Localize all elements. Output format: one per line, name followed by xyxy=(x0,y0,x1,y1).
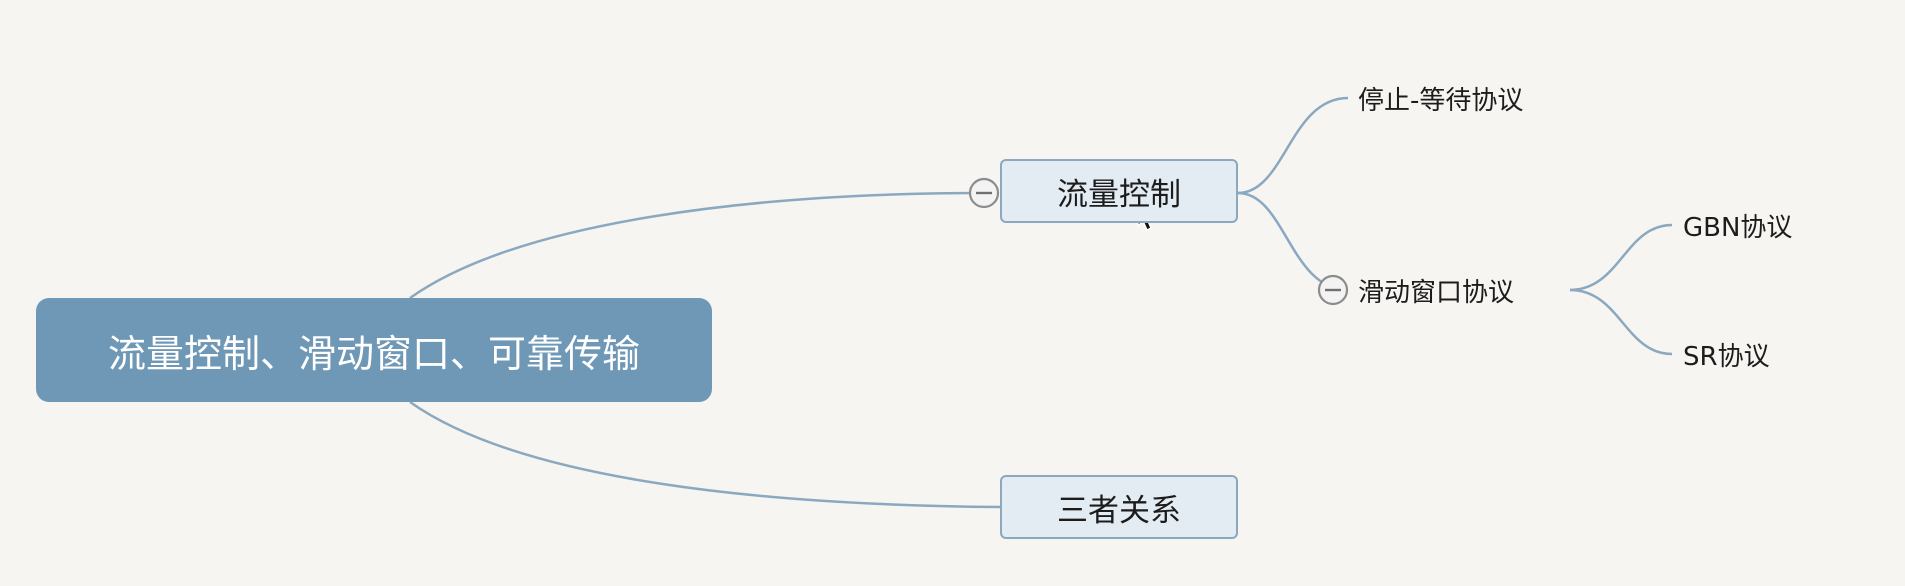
subtopic-gbn[interactable]: GBN协议 xyxy=(1683,212,1793,243)
connector-root-relationship xyxy=(409,400,1001,509)
connector-sliding-sr xyxy=(1569,288,1673,356)
collapse-minus-icon[interactable] xyxy=(1317,274,1349,306)
connector-flow-stopwait xyxy=(1237,96,1349,195)
subtopic-stop-and-wait[interactable]: 停止-等待协议 xyxy=(1358,85,1524,116)
collapse-minus-icon[interactable] xyxy=(968,177,1000,209)
topic-relationship[interactable]: 三者关系 xyxy=(1000,475,1238,539)
connector-root-flow-control xyxy=(409,191,986,300)
subtopic-sliding-window[interactable]: 滑动窗口协议 xyxy=(1358,277,1515,308)
root-topic[interactable]: 流量控制、滑动窗口、可靠传输 xyxy=(36,298,712,402)
topic-flow-control[interactable]: 流量控制 xyxy=(1000,159,1238,223)
connector-sliding-gbn xyxy=(1569,223,1673,292)
subtopic-sr[interactable]: SR协议 xyxy=(1683,341,1770,372)
